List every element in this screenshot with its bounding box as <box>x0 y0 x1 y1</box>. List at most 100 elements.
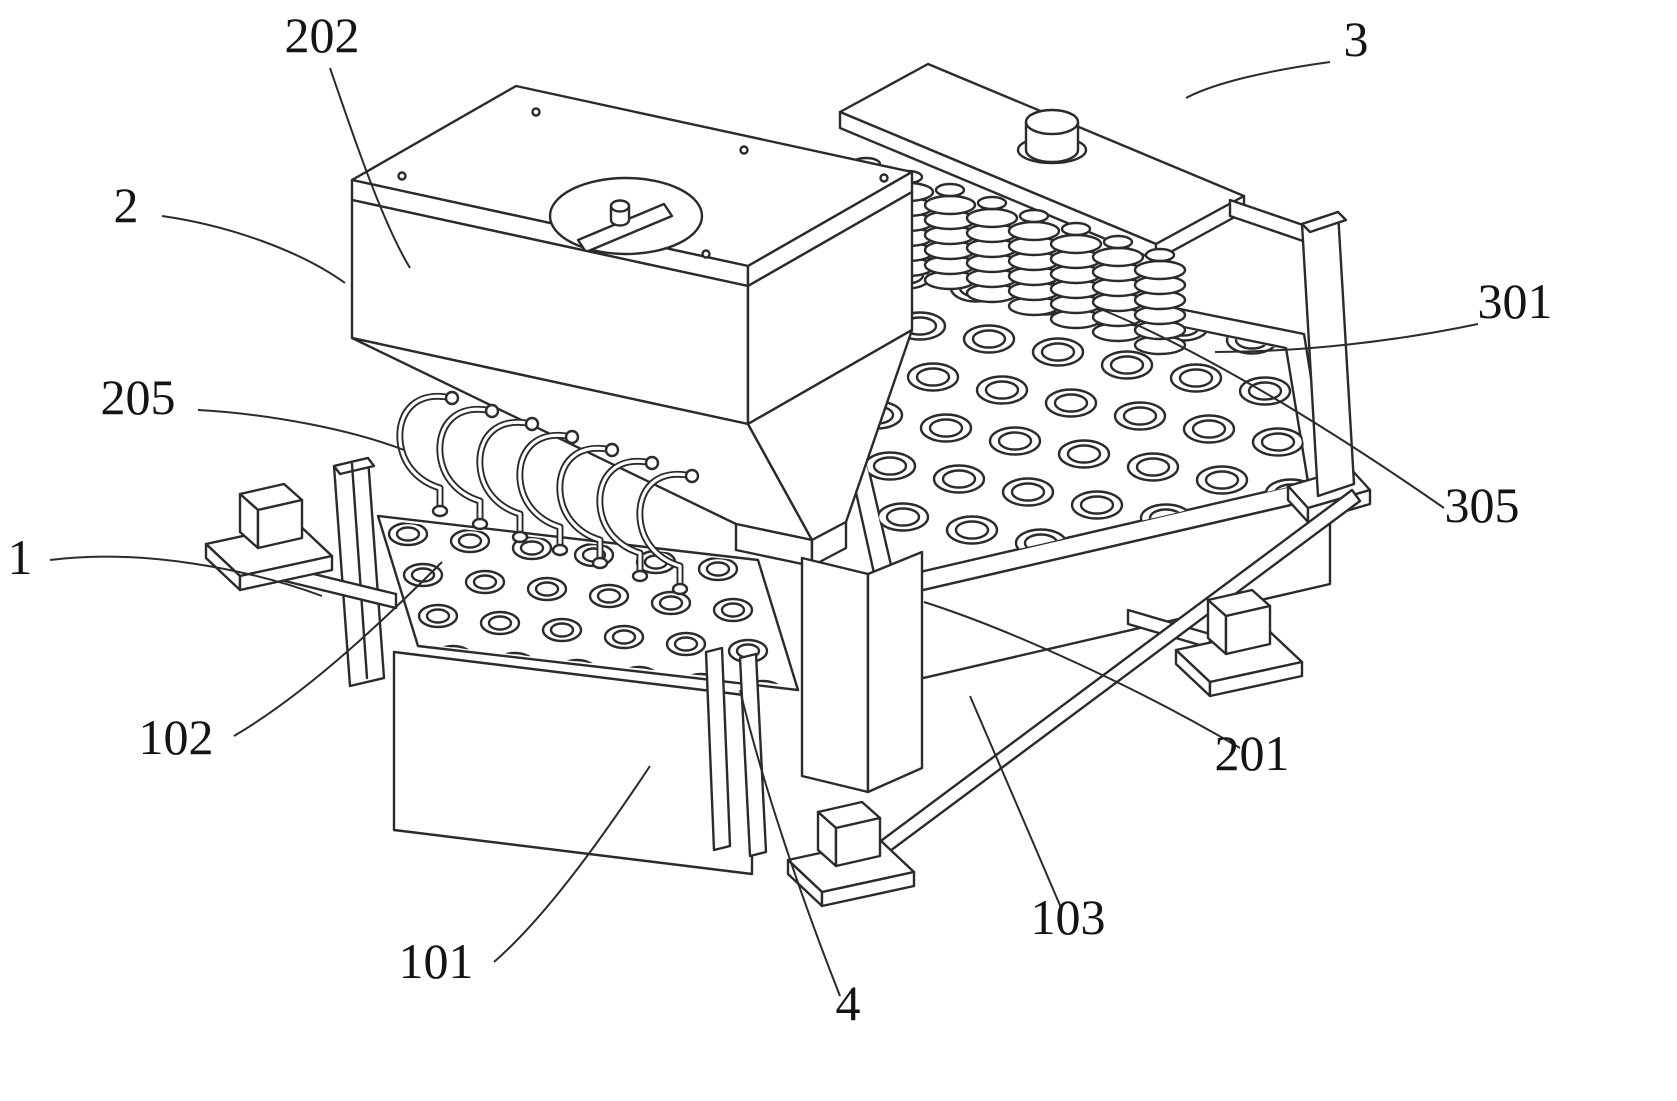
hopper <box>350 84 914 568</box>
gantry-knob <box>1016 108 1088 165</box>
frame-post <box>1286 210 1372 524</box>
tube-nozzle <box>671 582 689 596</box>
caster-foot-bottom <box>786 800 916 908</box>
ref-label-3: 3 <box>1344 11 1369 67</box>
tray-hole-inner <box>720 602 746 618</box>
tube-nozzle <box>471 517 489 531</box>
tray-hole-inner <box>1204 470 1240 490</box>
tray-hole-inner <box>1040 342 1076 362</box>
ref-label-101: 101 <box>399 933 474 989</box>
guide-bars-right <box>704 646 768 858</box>
tray-hole-inner <box>1178 368 1214 388</box>
tray-hole-inner <box>971 329 1007 349</box>
feed-tube <box>556 442 620 570</box>
leader-line-205 <box>197 409 405 451</box>
leader-line-2 <box>161 215 346 284</box>
tray-hole-inner <box>611 629 637 645</box>
tube-fitting <box>484 403 500 419</box>
tray-hole <box>742 679 784 686</box>
tray-hole-inner <box>1191 419 1227 439</box>
ref-label-102: 102 <box>139 709 214 765</box>
tray-hole-inner <box>472 574 498 590</box>
leader-line-3 <box>1185 61 1331 99</box>
tray-hole-inner <box>1109 355 1145 375</box>
feed-tube <box>476 416 540 544</box>
column-front <box>800 556 870 794</box>
ref-label-305: 305 <box>1445 477 1520 533</box>
tray-hole-inner <box>487 615 513 631</box>
tray-hole-inner <box>1010 482 1046 502</box>
tube-nozzle <box>431 504 449 518</box>
hopper-funnel <box>350 328 914 568</box>
feed-tube <box>396 390 460 518</box>
tube-fitting <box>564 429 580 445</box>
tray-hole-inner <box>549 622 575 638</box>
tube-nozzle <box>591 556 609 570</box>
tray-hole-inner <box>872 456 908 476</box>
feed-tube <box>596 455 660 583</box>
tube-nozzle <box>551 543 569 557</box>
tray-hole-inner <box>997 431 1033 451</box>
leader-line-102 <box>233 561 443 737</box>
spring <box>1133 247 1187 356</box>
leader-line-301 <box>1214 323 1479 353</box>
tray-hole-inner <box>425 608 451 624</box>
tube-nozzle <box>631 569 649 583</box>
tray-hole-inner <box>534 581 560 597</box>
tray-hole-inner <box>1260 432 1296 452</box>
caster-foot-right <box>1174 588 1304 698</box>
disc-handle-bar <box>576 202 674 254</box>
tray-hole-inner <box>1135 457 1171 477</box>
leader-line-4 <box>739 689 841 997</box>
feed-tubes <box>396 390 700 596</box>
hopper-disc <box>548 176 704 256</box>
ref-label-205: 205 <box>101 369 176 425</box>
feed-tube <box>516 429 580 557</box>
ref-label-103: 103 <box>1031 889 1106 945</box>
tray-hole-inner <box>1122 406 1158 426</box>
tray-hole-inner <box>658 595 684 611</box>
center-column <box>800 550 924 794</box>
leader-line-202 <box>329 67 411 269</box>
tray-hole-inner <box>954 520 990 540</box>
spout-right <box>810 520 848 568</box>
feed-tube <box>636 468 700 596</box>
leader-line-201 <box>923 601 1241 749</box>
tray-hole-inner <box>941 469 977 489</box>
tray-hole-inner <box>1247 381 1283 401</box>
base-frame <box>204 482 1362 908</box>
tray-hole-inner <box>596 588 622 604</box>
leader-line-103 <box>969 695 1063 911</box>
tray-hole-inner <box>984 380 1020 400</box>
ref-label-201: 201 <box>1215 725 1290 781</box>
tray-hole-inner <box>885 507 921 527</box>
post-cap <box>1300 210 1348 234</box>
spring <box>923 182 977 291</box>
disc-peg-top <box>609 199 631 213</box>
tray-hole-inner <box>395 526 421 542</box>
tray-hole-inner <box>519 540 545 556</box>
tray-hole-inner <box>673 636 699 652</box>
tube-fitting <box>644 455 660 471</box>
spring <box>1007 208 1061 317</box>
gantry-connector <box>1228 198 1308 244</box>
leader-line-101 <box>493 765 651 963</box>
tube-nozzle <box>511 530 529 544</box>
tube-fitting <box>684 468 700 484</box>
ref-label-202: 202 <box>285 7 360 63</box>
ref-label-4: 4 <box>836 975 861 1031</box>
tray-hole-inner <box>1079 495 1115 515</box>
guide-bar-left <box>332 456 386 688</box>
tray-hole-inner <box>705 561 731 577</box>
tube-fitting <box>524 416 540 432</box>
caster-foot-left <box>204 482 334 592</box>
tube-fitting <box>604 442 620 458</box>
column-side <box>866 550 924 794</box>
tray-hole-inner <box>1066 444 1102 464</box>
front-panel <box>392 650 754 876</box>
tray-hole-inner <box>915 367 951 387</box>
tray-hole-inner <box>1053 393 1089 413</box>
